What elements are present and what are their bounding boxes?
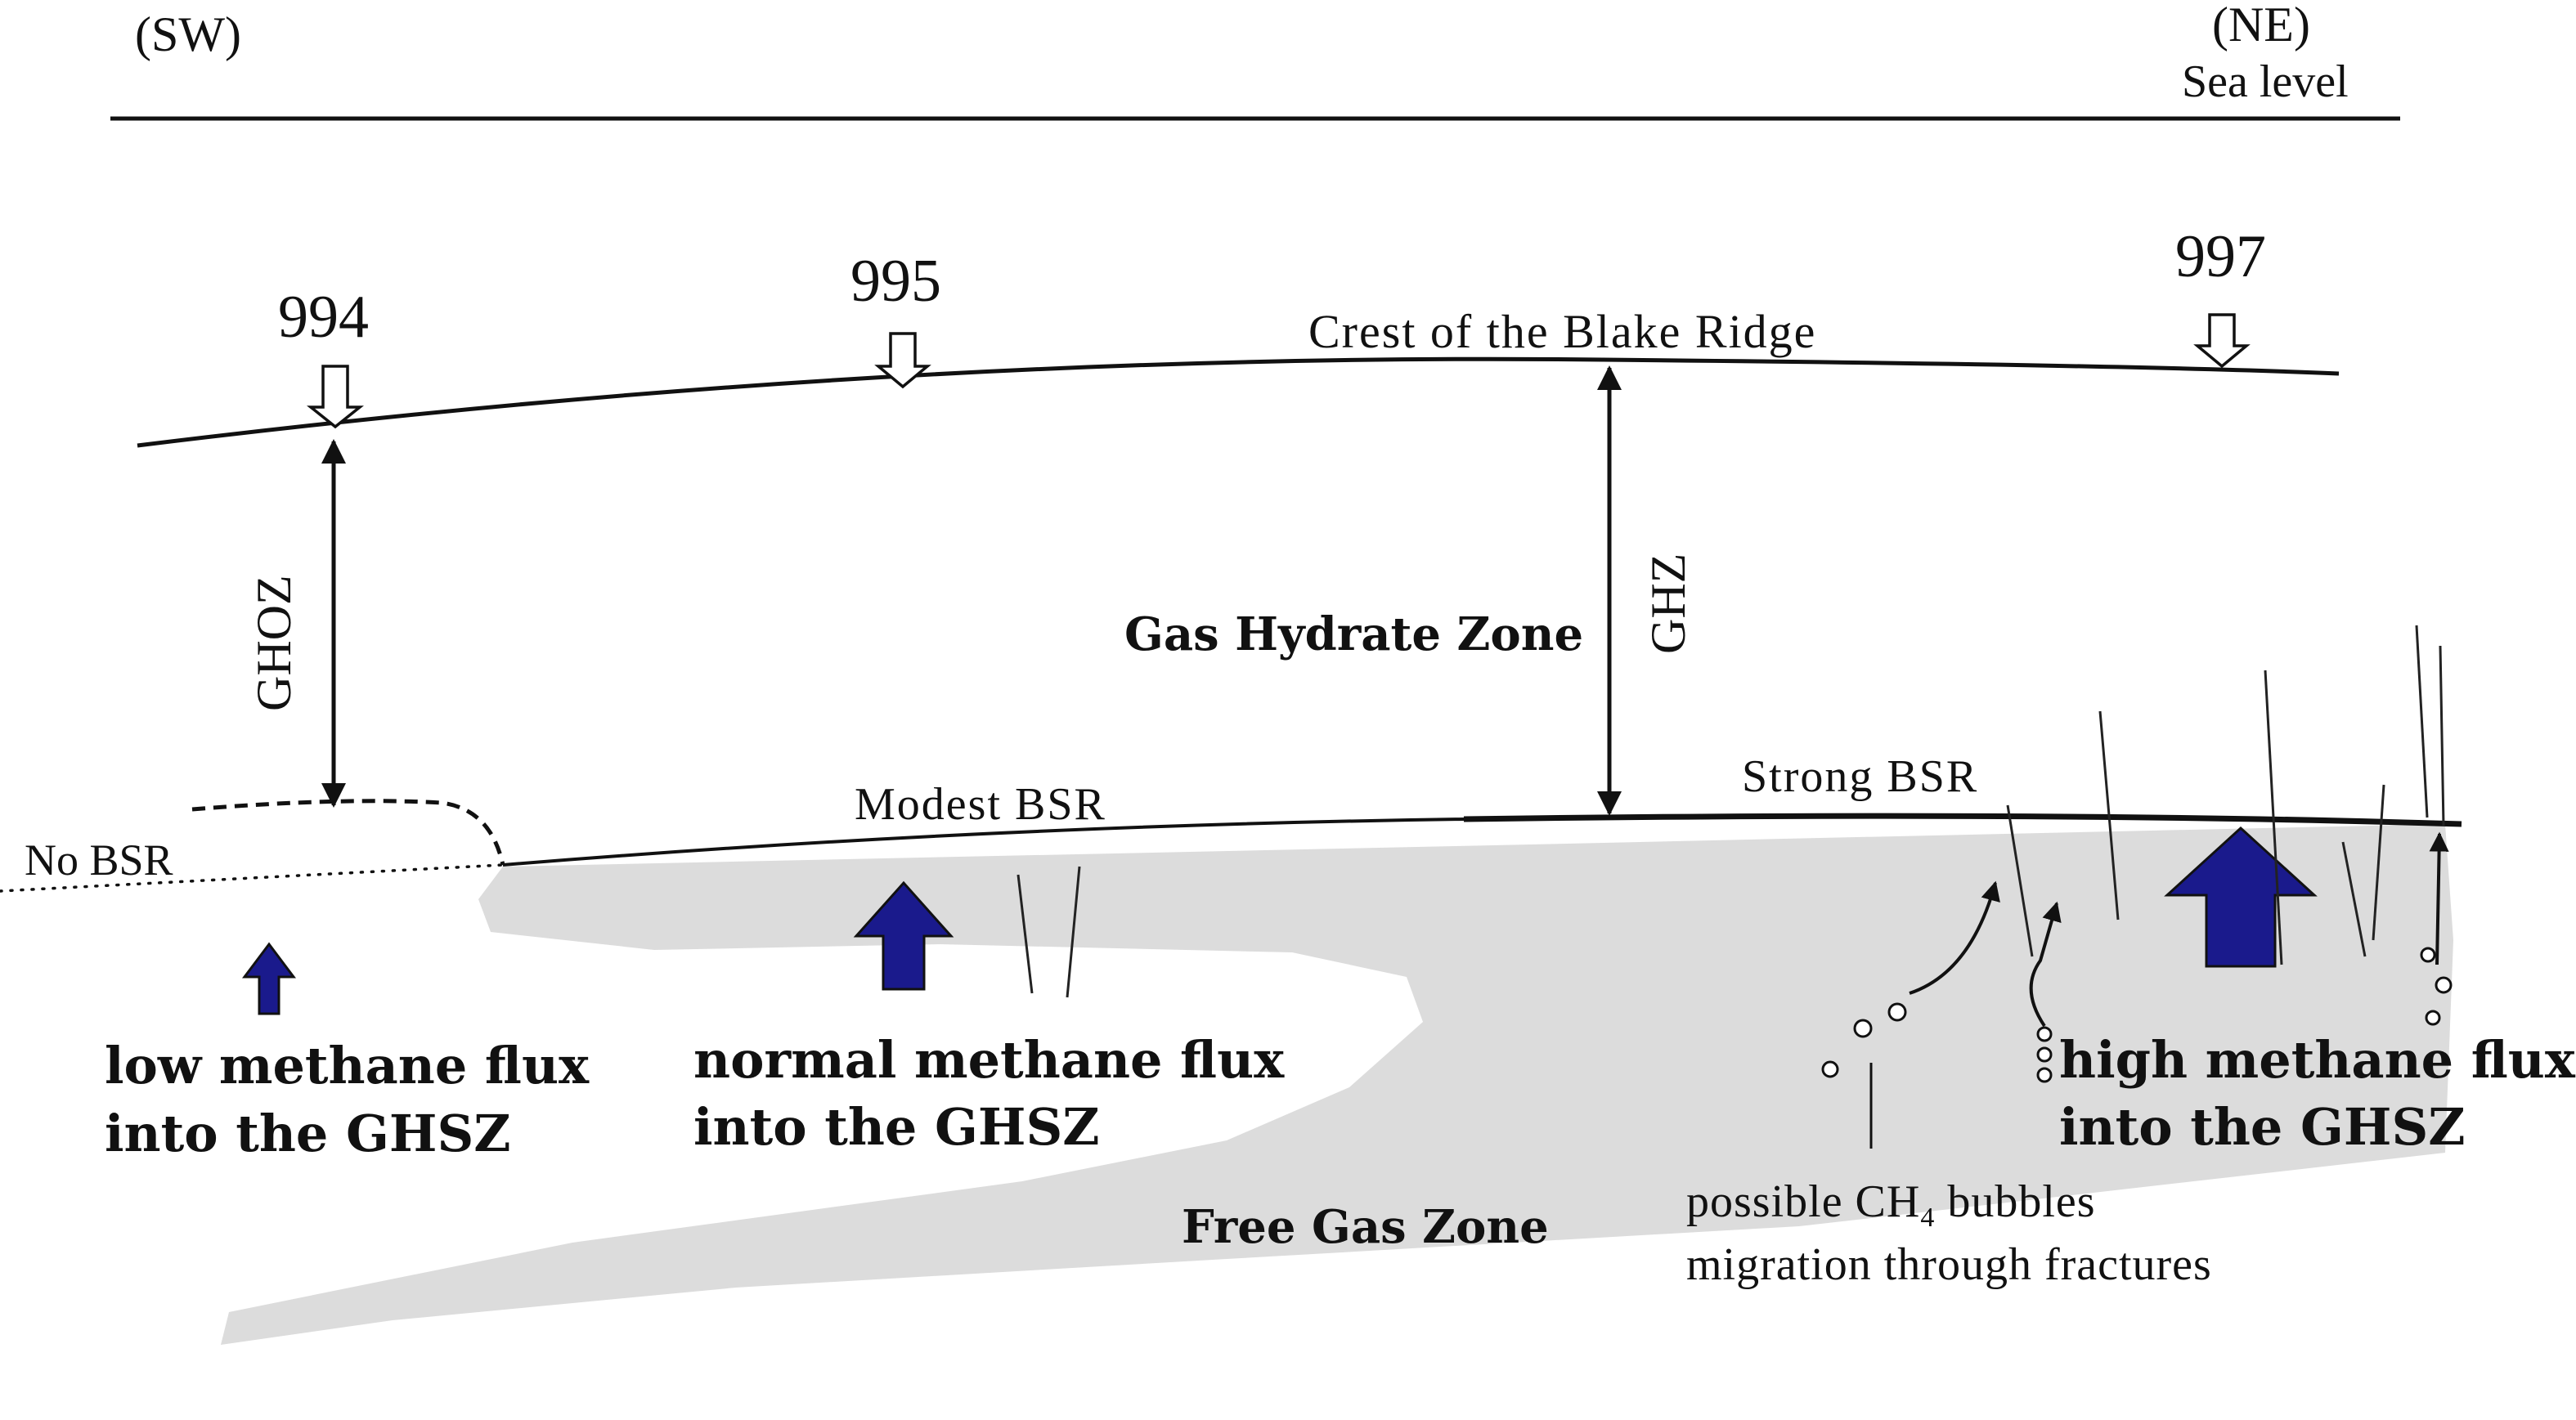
high-flux-arrow-icon [2164, 826, 2318, 968]
site-995-arrow-icon [874, 332, 931, 389]
normal-flux-arrow-icon [853, 880, 954, 991]
ne-direction-label: (NE) [2212, 0, 2310, 52]
low-flux-line1: low methane flux [105, 1036, 590, 1095]
high-flux-line1: high methane flux [2059, 1030, 2576, 1090]
ghz-label: GHZ [1641, 553, 1695, 654]
normal-flux-line1: normal methane flux [693, 1030, 1285, 1090]
seafloor-line [137, 356, 2340, 448]
strong-bsr-label: Strong BSR [1742, 751, 1978, 802]
site-995-label: 995 [850, 248, 941, 315]
free-gas-zone-label: Free Gas Zone [1182, 1200, 1549, 1254]
high-flux-line2: into the GHSZ [2059, 1097, 2466, 1157]
site-997-label: 997 [2175, 223, 2266, 290]
sw-direction-label: (SW) [135, 7, 241, 61]
strong-bsr-line [1463, 813, 2462, 827]
bubbles-label-pre: possible CH [1686, 1176, 1920, 1227]
crest-label: Crest of the Blake Ridge [1308, 305, 1816, 358]
no-bsr-dotted-line [0, 863, 505, 893]
bubble-migration-arrow [1909, 880, 2000, 995]
ghoz-base-dashed-line [191, 799, 505, 866]
bubbles-label-subscript: 4 [1920, 1203, 1935, 1233]
ch4-bubbles [1821, 947, 2453, 1083]
low-flux-line2: into the GHSZ [105, 1104, 511, 1163]
normal-flux-line2: into the GHSZ [693, 1097, 1100, 1157]
fracture-lines [1016, 625, 2445, 998]
sea-level-label: Sea level [2182, 56, 2349, 107]
fracture-migration-arrow [2029, 901, 2062, 1028]
ghoz-label: GHOZ [247, 575, 301, 711]
gas-hydrate-zone-label: Gas Hydrate Zone [1124, 607, 1583, 661]
free-gas-zone-area [221, 824, 2453, 1345]
site-997-arrow-icon [2193, 313, 2251, 369]
site-994-label: 994 [278, 284, 369, 351]
vertical-migration-arrow [2429, 831, 2449, 965]
low-flux-arrow-icon [242, 942, 296, 1015]
modest-bsr-label: Modest BSR [855, 779, 1106, 830]
no-bsr-label: No BSR [25, 835, 173, 885]
bubbles-label-post: bubbles [1935, 1176, 2095, 1227]
bubbles-label-line1: possible CH4 bubbles [1686, 1176, 2096, 1233]
modest-bsr-line [502, 818, 1465, 867]
site-994-arrow-icon [307, 365, 364, 429]
bubbles-label-line2: migration through fractures [1686, 1239, 2212, 1290]
